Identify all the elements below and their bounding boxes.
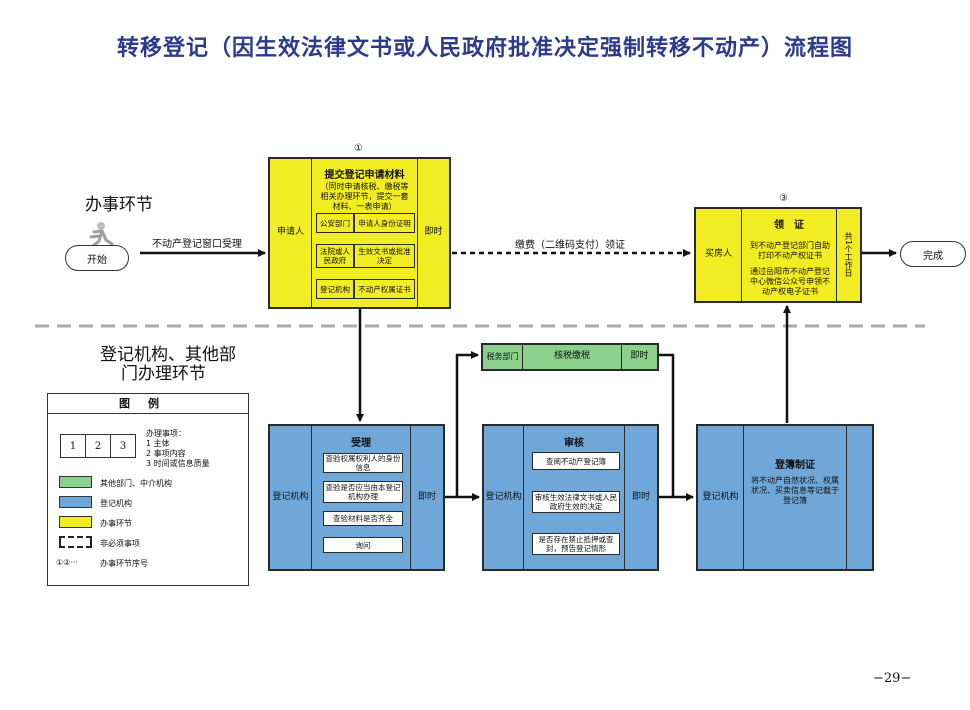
legend-num-2: 2 [86,435,111,457]
legend-label-green: 其他部门、中介机构 [100,479,172,488]
step3-text2: 通过岳阳市不动产登记中心微信公众号申领不动产权电子证书 [750,267,830,296]
accept-title: 受理 [351,438,371,449]
step1-row2-dept: 法院或人民政府 [316,244,354,268]
step1-note: （同时申请核税、缴税等相关办理环节，提交一套材料、一表申请） [320,182,409,211]
review-box: 登记机构 即时 审核 查阅不动产登记簿 审核生效法律文书或人民政府生效的决定 是… [482,424,659,571]
step1-time: 即时 [417,159,449,307]
legend-label-blue: 登记机构 [100,499,132,508]
legend-seq-symbol: ①②··· [56,558,78,567]
accept-role: 登记机构 [270,426,312,569]
legend-num-1: 1 [61,435,86,457]
end-node: 完成 [900,241,966,267]
legend-swatch-blue [59,496,92,508]
legend-box: 图例 1 2 3 办理事项： 1 主体 2 事项内容 3 时间或信息质量 其他部… [47,393,249,586]
step1-row1-dept: 公安部门 [316,213,354,233]
step3-collect-box: 买房人 共1个工作日 领 证 到不动产登记部门自助打印不动产权证书 通过岳阳市不… [694,207,862,303]
legend-sample-row: 1 2 3 [60,434,136,458]
line-tax-down [659,353,675,497]
legend-seq-label: 办事环节序号 [100,559,148,568]
zone-label-top: 办事环节 [85,195,153,215]
legend-swatch-yellow [59,516,92,528]
legend-matters-title: 办理事项： [146,429,186,438]
page-number: −29− [873,671,912,686]
review-item-2: 审核生效法律文书或人民政府生效的决定 [532,491,620,513]
review-title: 审核 [564,438,584,449]
pay-arrow-label: 缴费（二维码支付）领证 [515,240,625,251]
legend-matter-3: 3 时间或信息质量 [146,459,210,468]
tax-dept: 税务部门 [483,345,523,369]
step3-number: ③ [779,193,788,204]
tax-action: 核税缴税 [553,351,590,362]
step1-row1-doc: 申请人身份证明 [354,213,415,233]
accept-box: 登记机构 即时 受理 查验权属权利人的身份信息 查验是否应当由本登记机构办理 查… [268,424,445,571]
accept-time: 即时 [410,426,443,569]
step3-text1: 到不动产登记部门自助打印不动产权证书 [750,241,830,260]
accept-item-1: 查验权属权利人的身份信息 [323,453,403,473]
zone-label-bottom-2: 门办理环节 [121,364,206,384]
step3-duration-cell: 共1个工作日 [836,209,860,301]
step1-number: ① [354,143,363,154]
page-title: 转移登记（因生效法律文书或人民政府批准决定强制转移不动产）流程图 [116,35,853,61]
register-title: 登簿制证 [775,460,815,471]
step3-title: 领 证 [774,220,804,231]
step1-row3-dept: 登记机构 [316,279,354,299]
legend-num-3: 3 [119,440,127,452]
review-item-1: 查阅不动产登记簿 [532,452,620,470]
arrow-to-tax [455,351,479,497]
legend-matter-2: 2 事项内容 [146,449,186,458]
runner-icon [89,222,114,248]
register-blank-cell [846,426,872,569]
step1-role: 申请人 [270,159,312,307]
tax-time: 即时 [621,345,657,369]
step3-duration: 共1个工作日 [844,232,853,278]
legend-label-dashed: 非必须事项 [100,539,140,548]
review-time: 即时 [624,426,657,569]
step3-role: 买房人 [696,209,742,301]
start-node: 开始 [65,245,129,271]
step1-row2-doc: 生效文书或批准决定 [354,244,415,268]
step1-submit-box: 申请人 即时 提交登记申请材料 （同时申请核税、缴税等相关办理环节，提交一套材料… [268,157,451,309]
step1-title: 提交登记申请材料 [324,170,405,181]
legend-swatch-dashed [59,536,92,548]
tax-box: 税务部门 核税缴税 即时 [481,343,659,371]
register-box: 登记机构 登簿制证 将不动产自然状况、权属状况、买卖信息等记载于登记簿 [696,424,874,571]
legend-swatch-green [59,476,92,488]
review-role: 登记机构 [484,426,524,569]
start-arrow-label: 不动产登记窗口受理 [152,239,242,250]
accept-item-3: 查验材料是否齐全 [323,511,403,526]
register-role: 登记机构 [698,426,744,569]
accept-item-4: 询问 [323,537,403,553]
review-item-3: 是否存在禁止抵押或查封，预告登记情形 [532,533,620,555]
step1-row3-doc: 不动产权属证书 [354,279,415,299]
legend-label-yellow: 办事环节 [100,519,132,528]
zone-label-bottom-1: 登记机构、其他部 [100,345,236,365]
accept-item-2: 查验是否应当由本登记机构办理 [323,481,403,503]
register-text: 将不动产自然状况、权属状况、买卖信息等记载于登记簿 [751,476,839,505]
legend-title: 图例 [48,394,248,414]
legend-matter-1: 1 主体 [146,439,170,448]
